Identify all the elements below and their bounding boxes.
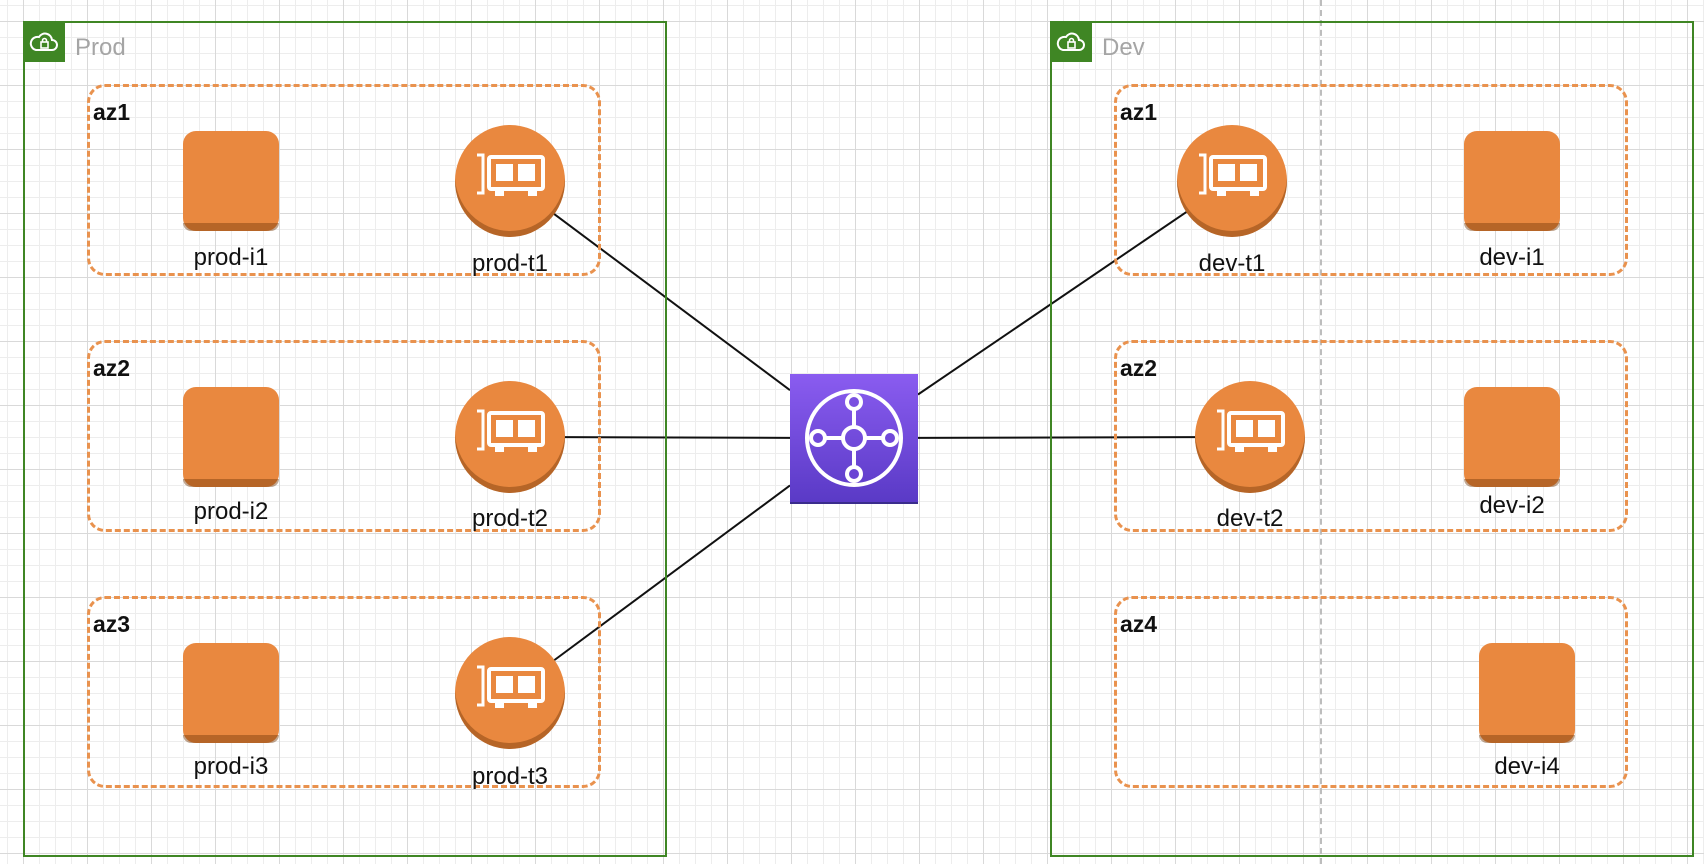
availability-zone-label: az1 xyxy=(1120,99,1158,125)
availability-zone-dev-az1[interactable]: az1 xyxy=(1114,84,1628,276)
availability-zone-label: az3 xyxy=(93,611,131,637)
instance-icon xyxy=(183,735,279,743)
connection-prod-t1-transit-gateway[interactable] xyxy=(553,213,791,391)
node-label-prod-i1: prod-i1 xyxy=(193,244,269,271)
instance-icon xyxy=(1464,223,1560,231)
network-interface-icon xyxy=(477,153,545,196)
availability-zone-dev-az2[interactable]: az2 xyxy=(1114,340,1628,532)
instance-icon xyxy=(183,479,279,487)
transit-gateway-icon xyxy=(790,374,918,502)
availability-zone-prod-az3[interactable]: az3 xyxy=(87,596,601,788)
instance-dev-i2[interactable] xyxy=(1464,387,1560,487)
node-label-prod-t2: prod-t2 xyxy=(471,505,549,532)
instance-prod-i2[interactable] xyxy=(183,387,279,487)
instance-icon xyxy=(1464,479,1560,487)
node-label-prod-t1: prod-t1 xyxy=(471,250,549,277)
node-label-dev-t1: dev-t1 xyxy=(1198,250,1266,277)
node-label-dev-i4: dev-i4 xyxy=(1494,753,1560,780)
node-label-dev-i1: dev-i1 xyxy=(1479,244,1545,271)
network-interface-prod-t3[interactable] xyxy=(455,637,565,749)
vpc-label: Prod xyxy=(75,34,126,61)
network-interface-prod-t2[interactable] xyxy=(455,381,565,493)
transit-gateway[interactable] xyxy=(790,374,918,502)
availability-zone-dev-az4[interactable]: az4 xyxy=(1114,596,1628,788)
instance-icon xyxy=(183,223,279,231)
instance-prod-i3[interactable] xyxy=(183,643,279,743)
node-label-dev-t2: dev-t2 xyxy=(1216,505,1284,532)
connection-transit-gateway-dev-t2[interactable] xyxy=(917,436,1196,439)
availability-zone-label: az4 xyxy=(1120,611,1158,637)
cloud-lock-icon xyxy=(1050,21,1092,62)
cloud-lock-icon xyxy=(23,21,65,62)
vpc-prod[interactable]: Prod xyxy=(23,21,667,857)
page-break-line xyxy=(1320,0,1322,864)
instance-dev-i4[interactable] xyxy=(1479,643,1575,743)
availability-zone-label: az2 xyxy=(93,355,131,381)
network-interface-icon xyxy=(477,409,545,452)
connection-prod-t3-transit-gateway[interactable] xyxy=(553,484,791,662)
connection-prod-t2-transit-gateway[interactable] xyxy=(564,436,791,439)
network-interface-icon xyxy=(1199,153,1267,196)
node-label-prod-t3: prod-t3 xyxy=(471,763,549,790)
network-interface-icon xyxy=(1217,409,1285,452)
instance-icon xyxy=(1479,735,1575,743)
network-interface-prod-t1[interactable] xyxy=(455,125,565,237)
availability-zone-prod-az2[interactable]: az2 xyxy=(87,340,601,532)
network-interface-dev-t2[interactable] xyxy=(1195,381,1305,493)
connection-transit-gateway-dev-t1[interactable] xyxy=(917,211,1188,396)
node-label-dev-i2: dev-i2 xyxy=(1479,492,1545,519)
node-label-prod-i2: prod-i2 xyxy=(193,498,269,525)
availability-zone-label: az2 xyxy=(1120,355,1158,381)
instance-dev-i1[interactable] xyxy=(1464,131,1560,231)
instance-prod-i1[interactable] xyxy=(183,131,279,231)
network-interface-dev-t1[interactable] xyxy=(1177,125,1287,237)
availability-zone-prod-az1[interactable]: az1 xyxy=(87,84,601,276)
node-label-prod-i3: prod-i3 xyxy=(193,753,269,780)
vpc-dev[interactable]: Dev xyxy=(1050,21,1694,857)
vpc-label: Dev xyxy=(1102,34,1145,61)
availability-zone-label: az1 xyxy=(93,99,131,125)
network-interface-icon xyxy=(477,665,545,708)
